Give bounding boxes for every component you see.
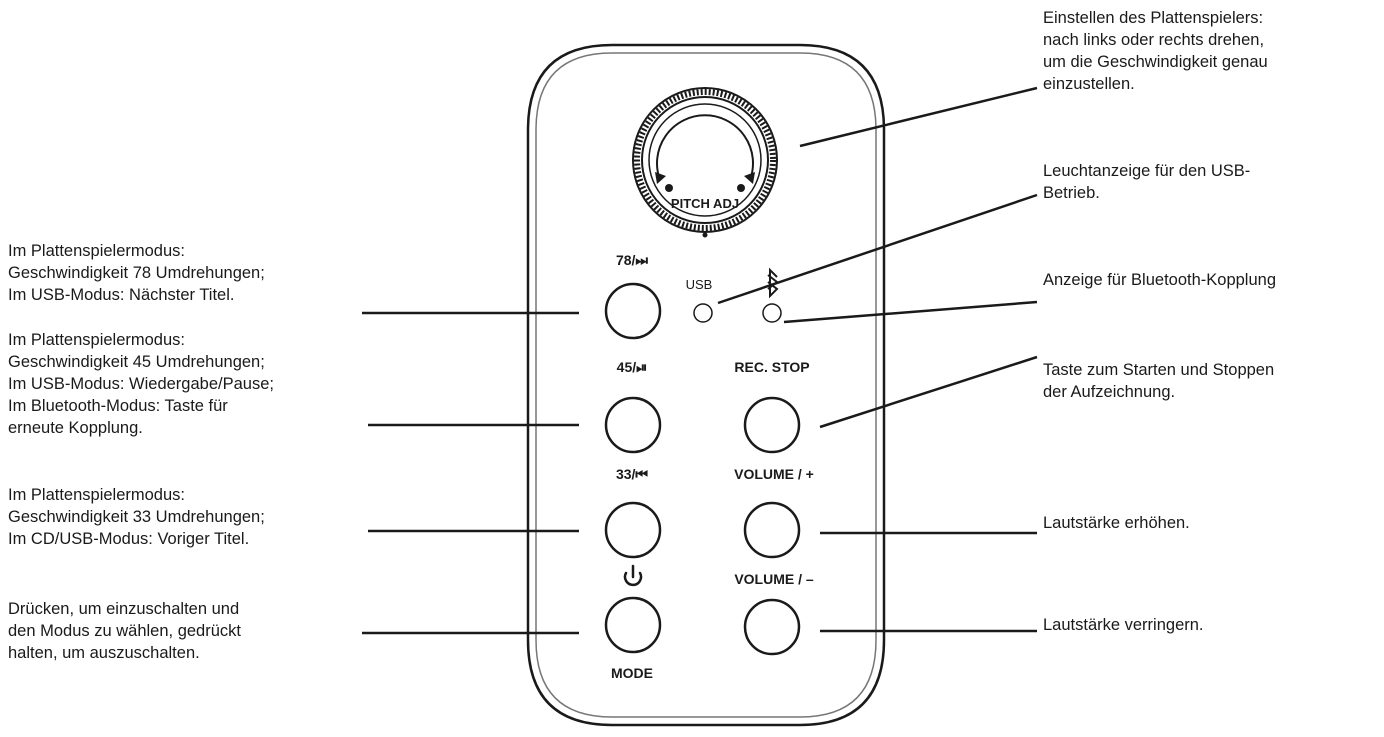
- volume-down-annotation: Lautstärke verringern.: [1043, 616, 1204, 634]
- speed-45-button[interactable]: [604, 396, 662, 454]
- mode-annotation: Drücken, um einzuschalten und den Modus …: [8, 600, 241, 662]
- pitch-knob[interactable]: PITCH ADJ: [632, 87, 778, 238]
- panel-outline: [526, 43, 886, 727]
- usb-led: [693, 303, 713, 323]
- rec-stop-label: REC. STOP: [734, 359, 809, 375]
- volume-up-label: VOLUME / +: [734, 466, 814, 482]
- power-icon: [623, 564, 643, 587]
- speed-33-label: 33/⏮: [616, 466, 648, 482]
- pitch-adj-label: PITCH ADJ: [671, 196, 739, 211]
- leader-lines: [362, 86, 1038, 635]
- volume-down-button[interactable]: [743, 598, 801, 656]
- speed-45-annotation: Im Plattenspielermodus: Geschwindigkeit …: [8, 331, 274, 437]
- rec-stop-annotation: Taste zum Starten und Stoppen der Aufzei…: [1043, 361, 1275, 401]
- volume-up-annotation: Lautstärke erhöhen.: [1043, 514, 1190, 532]
- mode-button[interactable]: [604, 596, 662, 654]
- volume-up-button[interactable]: [743, 501, 801, 559]
- mode-label: MODE: [611, 665, 653, 681]
- pitch-annotation: Einstellen des Plattenspielers: nach lin…: [1043, 9, 1268, 93]
- speed-33-annotation: Im Plattenspielermodus: Geschwindigkeit …: [8, 486, 265, 548]
- speed-78-button[interactable]: [604, 282, 662, 340]
- rec-stop-button[interactable]: [743, 396, 801, 454]
- speed-78-label: 78/⏭: [616, 252, 648, 268]
- speed-33-button[interactable]: [604, 501, 662, 559]
- volume-down-label: VOLUME / –: [734, 571, 814, 587]
- bluetooth-led: [762, 303, 782, 323]
- speed-45-label: 45/⏯: [617, 359, 648, 375]
- speed-78-annotation: Im Plattenspielermodus: Geschwindigkeit …: [8, 242, 265, 304]
- usb-label: USB: [686, 277, 713, 292]
- usb-led-annotation: Leuchtanzeige für den USB- Betrieb.: [1043, 162, 1251, 202]
- bluetooth-led-annotation: Anzeige für Bluetooth-Kopplung: [1043, 271, 1276, 289]
